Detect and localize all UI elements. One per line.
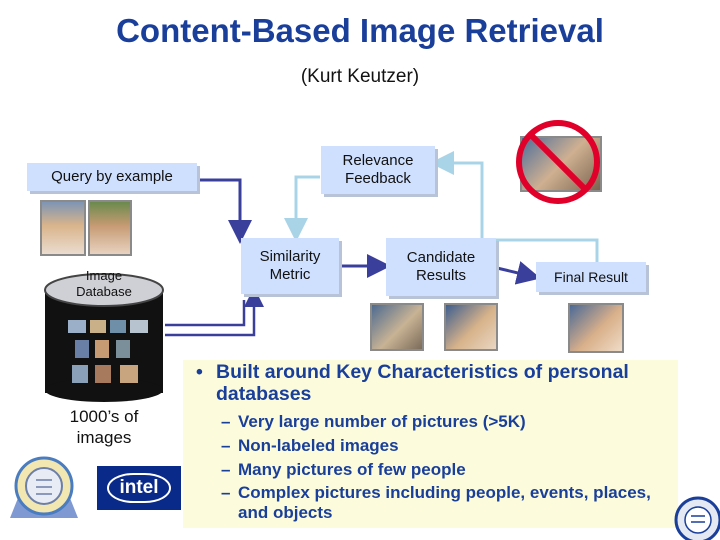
bullet-sub-2: Non-labeled images [238, 435, 399, 455]
final-result-photo [568, 303, 624, 353]
bullet-sub-1: Very large number of pictures (>5K) [238, 412, 526, 432]
query-photo-smiling-woman [88, 200, 132, 256]
page-title: Content-Based Image Retrieval [116, 12, 604, 49]
candidate-results-box: Candidate Results [386, 238, 496, 296]
bullet-sub-4: Complex pictures including people, event… [238, 483, 651, 522]
database-thumbnails [68, 320, 148, 383]
arrow-database-to-similarity [165, 300, 246, 327]
candidate-photo-1 [370, 303, 424, 351]
bullet-dot: • [196, 361, 203, 383]
bullet-box [183, 360, 678, 528]
intel-logo: intel [97, 466, 181, 510]
page-subtitle: (Kurt Keutzer) [300, 66, 420, 87]
similarity-metric-box: Similarity Metric [241, 238, 339, 294]
bullet-list: • Built around Key Characteristics of pe… [196, 361, 666, 523]
query-by-example-box: Query by example [27, 163, 197, 191]
final-result-box: Final Result [536, 262, 646, 292]
bullet-sub-3: Many pictures of few people [238, 459, 466, 479]
query-photo-woman [40, 200, 86, 256]
candidate-photo-2 [444, 303, 498, 351]
relevance-feedback-box: Relevance Feedback [321, 146, 435, 194]
bullet-main-text: Built around Key Characteristics of pers… [216, 361, 629, 406]
arrow-feedback-to-similarity [284, 175, 320, 242]
intel-logo-text: intel [107, 473, 171, 503]
database-count-label: 1000’s of images [69, 407, 139, 448]
database-label: Image Database [76, 268, 132, 299]
arrow-query-to-similarity [198, 178, 252, 244]
rejected-photo [520, 136, 602, 192]
arrow-candidate-to-final [496, 261, 541, 285]
